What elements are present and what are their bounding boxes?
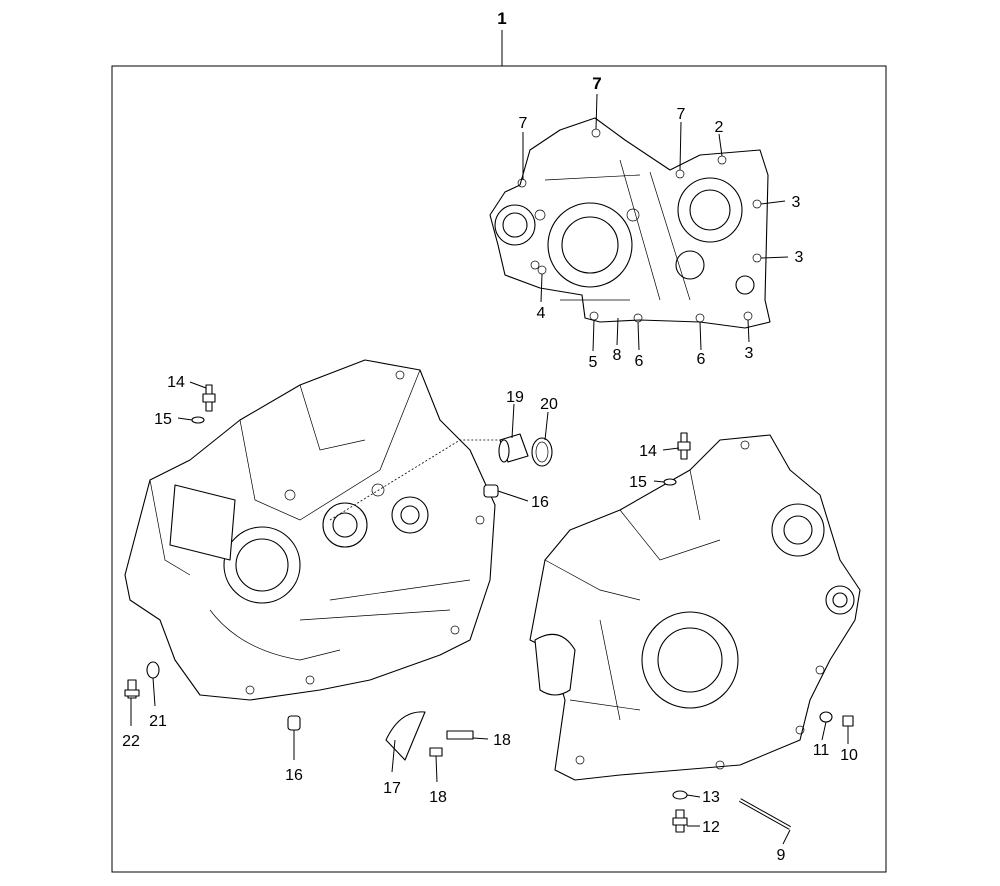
bolt-10 (842, 715, 854, 727)
dowel-16-top (483, 484, 499, 498)
callout-9: 9 (777, 847, 786, 864)
washer-left (191, 416, 205, 424)
callout-18-bottom: 18 (429, 789, 447, 806)
callout-15-left: 15 (154, 411, 172, 428)
callout-14-right: 14 (639, 443, 657, 460)
washer-right (663, 478, 677, 486)
callout-6-right: 6 (697, 351, 706, 368)
callout-8: 8 (613, 347, 622, 364)
fitting-18-upper (446, 730, 474, 740)
callout-7-left: 7 (519, 115, 528, 132)
callout-18-right: 18 (493, 732, 511, 749)
alignment-dashed-line (329, 439, 500, 521)
callout-13: 13 (702, 789, 720, 806)
bushing-19 (498, 433, 529, 463)
fitting-18-lower (429, 747, 443, 757)
spark-plug-left (202, 384, 216, 412)
callout-7-right: 7 (677, 106, 686, 123)
callout-10: 10 (840, 747, 858, 764)
callout-20: 20 (540, 396, 558, 413)
leader-lines (130, 93, 849, 845)
spark-plug-right (677, 432, 691, 460)
callout-15-right: 15 (629, 474, 647, 491)
callout-3-middle: 3 (795, 249, 804, 266)
callout-16-top: 16 (531, 494, 549, 511)
callout-labels: 7 7 7 2 3 3 3 4 5 8 6 6 14 15 19 20 16 1… (122, 74, 858, 864)
ring-20 (531, 437, 553, 467)
callout-3-upper: 3 (792, 194, 801, 211)
callout-19: 19 (506, 389, 524, 406)
callout-3-lower: 3 (745, 345, 754, 362)
callout-12: 12 (702, 819, 720, 836)
callout-22: 22 (122, 733, 140, 750)
sensor-17 (385, 711, 426, 761)
assembly-frame (111, 30, 887, 873)
callout-5: 5 (589, 354, 598, 371)
bolt-22 (124, 679, 140, 699)
callout-16-bottom: 16 (285, 767, 303, 784)
long-bolt-9 (739, 798, 791, 830)
crankcase-left-half (124, 359, 496, 701)
bolt-12 (672, 809, 688, 833)
callout-2: 2 (715, 119, 724, 136)
assembly-number: 1 (497, 9, 506, 28)
crankcase-inner-view (489, 117, 771, 329)
washer-13 (672, 790, 688, 800)
washer-21 (146, 661, 160, 679)
callout-7-top: 7 (592, 74, 601, 93)
callout-17: 17 (383, 780, 401, 797)
callout-4: 4 (537, 305, 546, 322)
washer-11 (819, 711, 833, 723)
callout-11: 11 (813, 742, 830, 759)
dowel-16-bottom (287, 715, 301, 731)
callout-21: 21 (149, 713, 167, 730)
callout-14-left: 14 (167, 374, 185, 391)
callout-6-left: 6 (635, 353, 644, 370)
crankcase-right-half (529, 434, 861, 781)
